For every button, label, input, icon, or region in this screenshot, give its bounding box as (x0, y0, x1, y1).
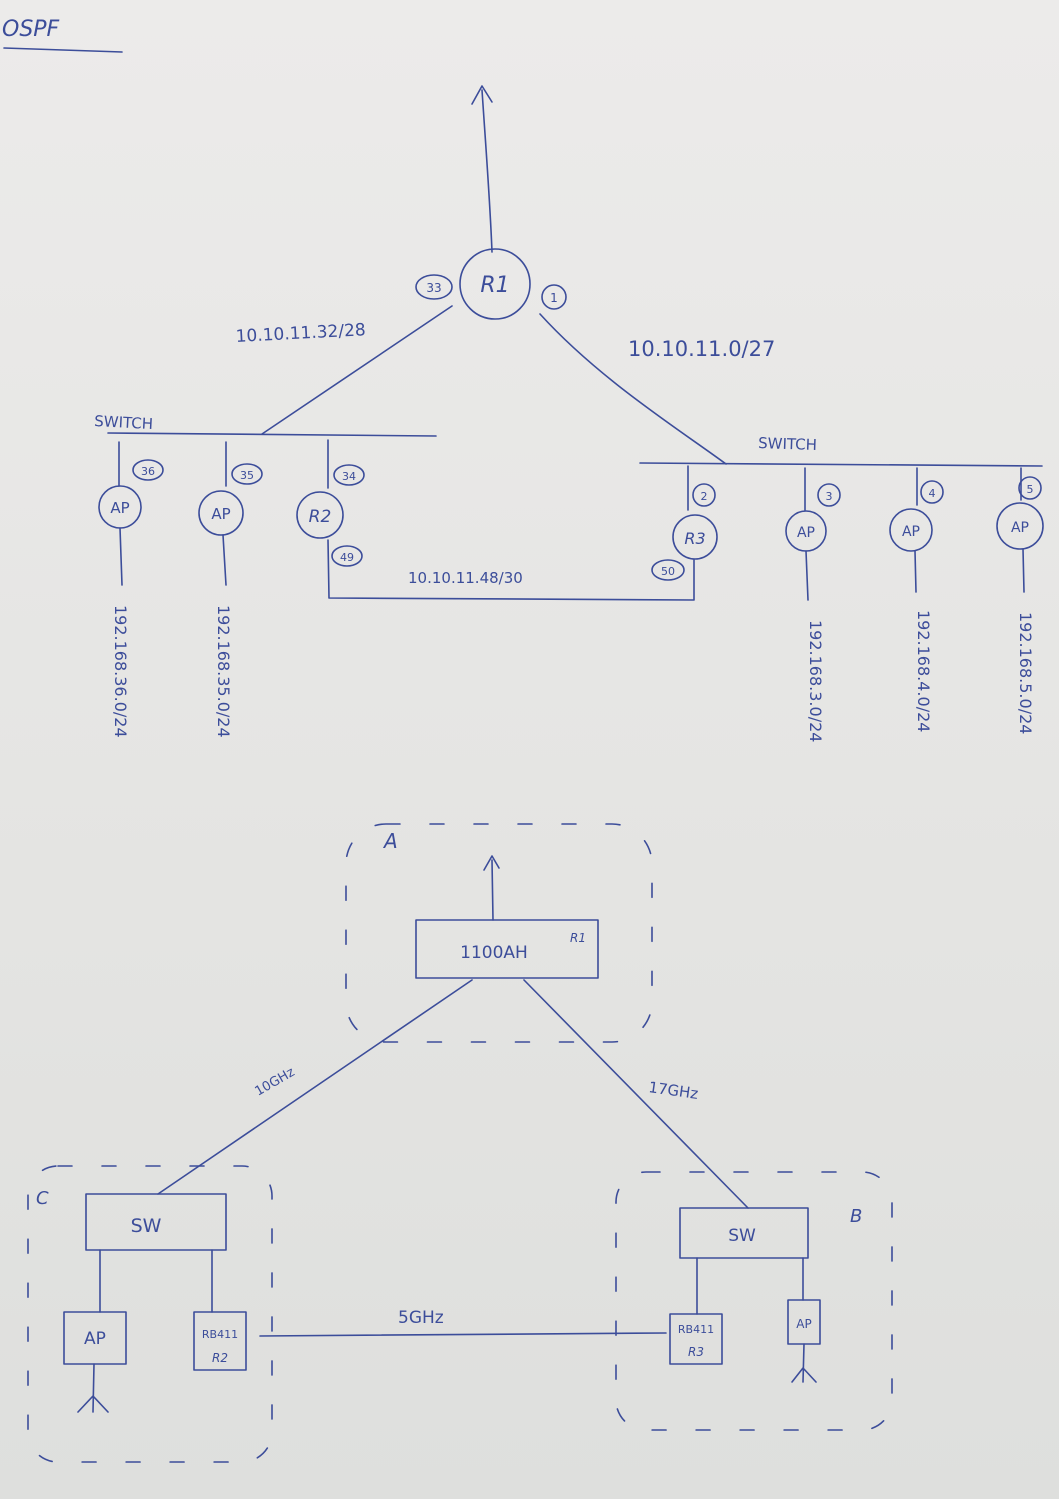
switch-left-bus (107, 432, 437, 437)
page-title: OSPF (2, 17, 60, 42)
site-b-region (615, 1171, 893, 1431)
svg-text:RB411: RB411 (678, 1323, 714, 1336)
net-label-right: 10.10.11.0/27 (628, 337, 775, 361)
device-uplink-line (491, 859, 494, 921)
link-10ghz-label: 10GHz (253, 1065, 298, 1100)
ap-node-3: AP 3 (785, 483, 841, 601)
link-10ghz (157, 979, 473, 1195)
link-r1-left-switch (261, 305, 453, 435)
router-b-rb411: RB411 R3 (669, 1313, 723, 1365)
svg-text:2: 2 (701, 490, 708, 503)
router-r1-label: R1 (480, 273, 509, 298)
ap-node-4: AP 4 (889, 480, 944, 593)
site-a-label: A (382, 829, 398, 853)
svg-text:36: 36 (141, 465, 155, 478)
switch-c: SW (85, 1193, 227, 1251)
device-1100ah-label: 1100AH (460, 943, 528, 963)
link-5ghz (259, 1332, 667, 1337)
svg-text:R2: R2 (212, 1351, 228, 1365)
ap-c: AP (63, 1311, 127, 1413)
svg-text:33: 33 (426, 281, 441, 295)
site-a-region (345, 823, 653, 1043)
device-uplink-arrow-icon (483, 855, 500, 871)
router-r1: R1 (459, 248, 531, 320)
link-17ghz (523, 979, 749, 1209)
ap-5-network: 192.168.5.0/24 (1016, 612, 1035, 734)
port-badge-33: 33 (415, 274, 453, 300)
svg-text:AP: AP (211, 505, 230, 523)
svg-text:R2: R2 (309, 507, 332, 527)
link-net-label: 10.10.11.48/30 (408, 569, 523, 587)
switch-b: SW (679, 1207, 809, 1259)
ap-4-network: 192.168.4.0/24 (914, 610, 933, 732)
link-17ghz-label: 17GHz (647, 1078, 699, 1103)
svg-text:5: 5 (1027, 483, 1034, 496)
svg-text:AP: AP (796, 1317, 811, 1331)
site-c-label: C (36, 1188, 49, 1209)
ap-node-5: AP 5 (996, 476, 1044, 593)
svg-text:4: 4 (929, 487, 936, 500)
link-5ghz-label: 5GHz (398, 1308, 444, 1328)
svg-text:AP: AP (797, 525, 815, 541)
switch-left-label: SWITCH (94, 412, 154, 433)
ap-b: AP (787, 1299, 821, 1383)
net-label-left: 10.10.11.32/28 (235, 320, 366, 347)
ap-node-36: AP 36 (98, 459, 164, 586)
title-underline (3, 47, 123, 53)
switch-right-bus (639, 462, 1043, 467)
ap-3-network: 192.168.3.0/24 (806, 620, 825, 742)
svg-text:AP: AP (1011, 520, 1029, 536)
svg-text:49: 49 (340, 551, 354, 564)
site-b-label: B (850, 1206, 862, 1227)
router-r2: R2 34 49 (296, 464, 365, 567)
port-badge-1: 1 (541, 284, 567, 310)
device-1100ah: 1100AH R1 (415, 919, 599, 979)
router-r3: R3 2 50 (651, 483, 718, 581)
uplink-arrow-icon (471, 85, 493, 105)
svg-text:35: 35 (240, 469, 254, 482)
svg-text:50: 50 (661, 565, 675, 578)
site-c-region (27, 1165, 273, 1463)
router-c-rb411: RB411 R2 (193, 1311, 247, 1371)
svg-text:R3: R3 (688, 1345, 704, 1359)
svg-text:3: 3 (826, 490, 833, 503)
uplink-line (481, 89, 493, 253)
svg-text:AP: AP (902, 524, 920, 540)
svg-text:SW: SW (728, 1226, 756, 1246)
device-1100ah-tag: R1 (570, 931, 586, 945)
svg-text:RB411: RB411 (202, 1328, 238, 1341)
link-r2-r3 (327, 539, 695, 601)
svg-text:R3: R3 (684, 529, 705, 548)
link-r1-right-switch (539, 313, 727, 465)
svg-text:AP: AP (110, 499, 129, 517)
switch-right-label: SWITCH (758, 434, 817, 454)
svg-text:SW: SW (131, 1215, 162, 1237)
ap-35-network: 192.168.35.0/24 (214, 605, 233, 738)
ap-node-35: AP 35 (198, 463, 263, 586)
ap-36-network: 192.168.36.0/24 (111, 605, 130, 738)
svg-text:34: 34 (342, 470, 356, 483)
svg-text:1: 1 (550, 291, 558, 305)
svg-text:AP: AP (84, 1329, 106, 1349)
